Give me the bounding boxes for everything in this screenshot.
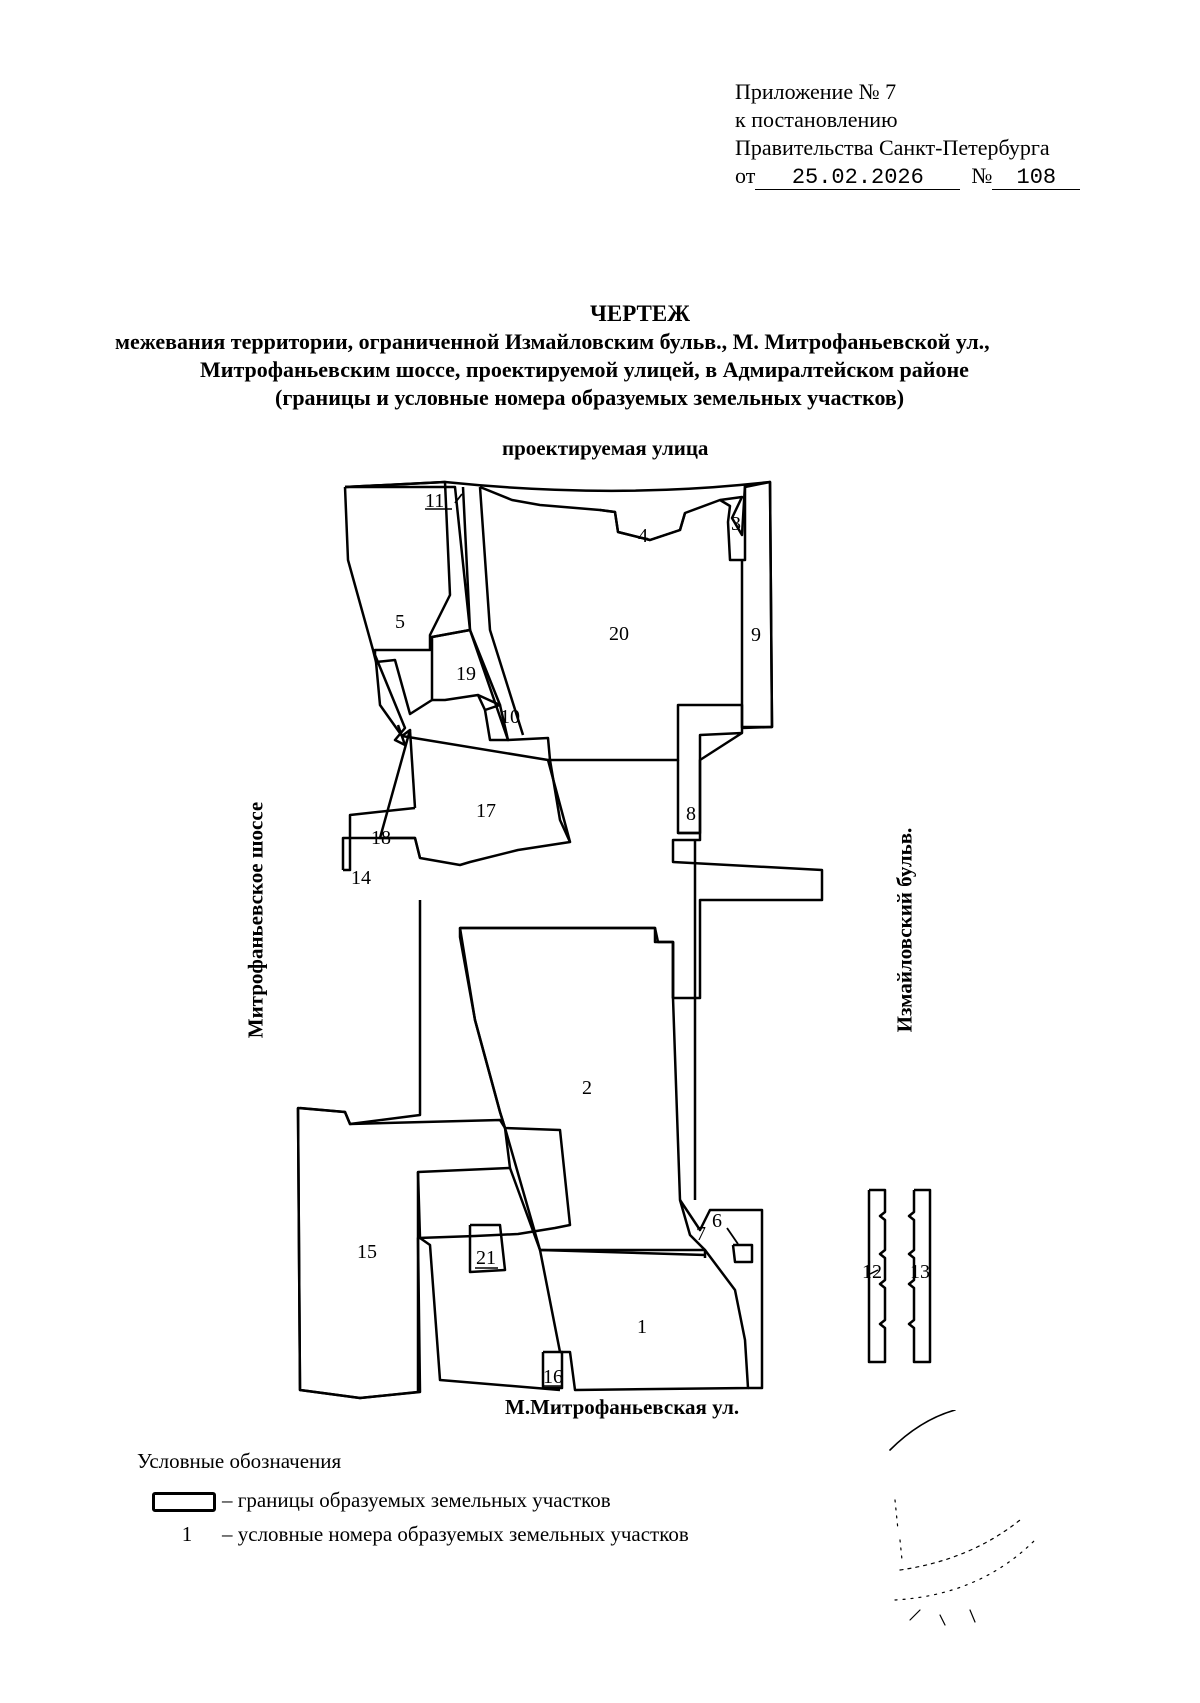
boundary-4 — [599, 508, 687, 542]
title-line-1: межевания территории, ограниченной Измай… — [115, 329, 990, 354]
parcel-label: 17 — [476, 800, 496, 822]
leader-11 — [454, 493, 463, 504]
boundary-3 — [719, 485, 747, 562]
title-line-2: Митрофаньевским шоссе, проектируемой ули… — [200, 357, 969, 382]
stamp-dots-left — [894, 1499, 903, 1561]
parcel-label: 7 — [696, 1223, 706, 1245]
parcel-label: 10 — [500, 706, 520, 728]
parcel-boundaries — [341, 485, 572, 872]
boundary-13 — [907, 1188, 932, 1364]
parcel-label: 14 — [351, 867, 371, 889]
boundary-15 — [296, 1106, 512, 1400]
decree-date: 25.02.2026 — [755, 167, 961, 190]
boundary-16 — [541, 1350, 564, 1390]
parcel-12-13 — [867, 1188, 932, 1364]
legend-boundary-text: – границы образуемых земельных участков — [222, 1488, 611, 1512]
parcel-label: 8 — [686, 803, 696, 825]
parcel-label: 4 — [638, 525, 648, 547]
boundary-parcel-18 — [348, 806, 422, 859]
boundary-12 — [867, 1188, 887, 1364]
parcel-label: 20 — [609, 623, 629, 645]
stamp-signature-mark — [889, 1410, 1036, 1626]
legend-row-number: 1 – условные номера образуемых земельных … — [152, 1522, 689, 1547]
boundary-parcel-18-left — [408, 729, 417, 809]
street-label-top: проектируемая улица — [502, 436, 709, 460]
leader-12 — [869, 1269, 879, 1275]
north-block-outline — [296, 480, 824, 1400]
south-blocks — [296, 1106, 564, 1400]
street-label-bottom: М.Митрофаньевская ул. — [505, 1395, 740, 1419]
appendix-line-2: к постановлению — [735, 107, 898, 132]
parcel-label: 2 — [582, 1077, 592, 1099]
date-prefix: от — [735, 163, 756, 188]
legend-title: Условные обозначения — [137, 1449, 342, 1473]
parcel-label: 3 — [731, 513, 741, 535]
boundary-1 — [540, 1248, 750, 1392]
boundary-21 — [468, 1223, 507, 1274]
stamp-marks-bottom — [909, 1609, 976, 1626]
parcel-label: 16 — [543, 1366, 563, 1388]
title-main: ЧЕРТЕЖ — [590, 301, 690, 326]
parcel-label: 9 — [751, 624, 761, 646]
parcel-label: 13 — [910, 1261, 930, 1283]
parcel-label: 1 — [637, 1316, 647, 1338]
parcel-label: 19 — [456, 663, 476, 685]
appendix-line-1: Приложение № 7 — [735, 79, 897, 104]
document-title: ЧЕРТЕЖ межевания территории, ограниченно… — [0, 300, 1200, 412]
boundary-9 — [740, 480, 774, 729]
parcel-label: 21 — [476, 1247, 496, 1269]
parcel-5-boundary — [344, 480, 452, 747]
boundary-parcel-14 — [341, 836, 352, 872]
parcel-label: 12 — [862, 1261, 882, 1283]
boundary-parcel-17-18 — [401, 734, 572, 843]
boundary-6 — [731, 1243, 754, 1264]
number-prefix: № — [971, 163, 993, 188]
boundary-parcel-5 — [345, 485, 472, 737]
parcel-label: 18 — [371, 827, 391, 849]
parcel-label: 5 — [395, 611, 405, 633]
boundary-7-strip — [678, 1199, 764, 1390]
legend-row-boundary: – границы образуемых земельных участков — [152, 1488, 611, 1513]
appendix-line-3: Правительства Санкт-Петербурга — [735, 135, 1050, 160]
leader-6 — [726, 1227, 739, 1245]
parcel-label: 15 — [357, 1241, 377, 1263]
legend-number-sample: 1 — [181, 1522, 193, 1546]
stamp-arc — [899, 1519, 1021, 1571]
decree-number: 108 — [992, 167, 1081, 190]
region-boundaries — [458, 480, 774, 1392]
boundary-strip-inner — [478, 486, 525, 736]
parcel-label: 6 — [712, 1210, 722, 1232]
appendix-header: Приложение № 7 к постановлению Правитель… — [735, 78, 1081, 190]
parcel-label: 11 — [425, 490, 444, 512]
legend-boundary-symbol — [152, 1492, 216, 1512]
signature-stroke — [889, 1410, 956, 1451]
boundary-inner-block — [416, 1171, 561, 1392]
boundary-parcel-5-left — [343, 486, 378, 663]
legend-number-text: – условные номера образуемых земельных у… — [222, 1522, 689, 1546]
boundary-15-right — [508, 1167, 562, 1353]
stamp-arc-outer — [894, 1539, 1036, 1601]
title-line-3: (границы и условные номера образуемых зе… — [275, 385, 905, 410]
